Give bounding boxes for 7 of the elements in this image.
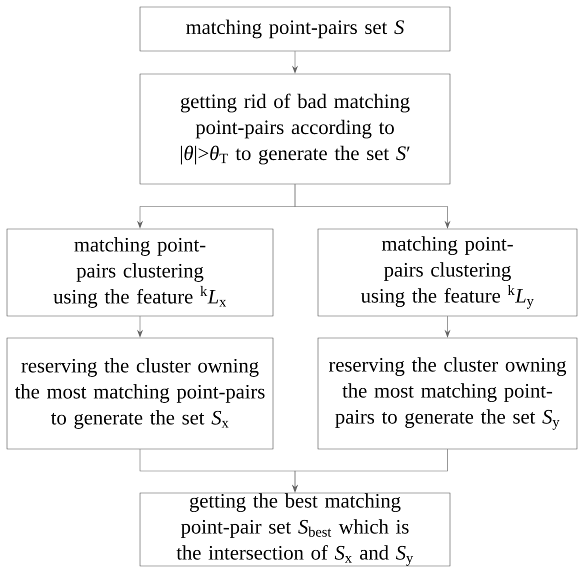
process-box: matching point-pairs clustering using the feature $^{k}$L$_{x}$ [6,228,274,316]
process-box: matching point-pairs clustering using the feature $^{k}$L$_{y}$ [318,228,578,316]
process-box: getting the best matching point-pair set S$_{best}$ which is the intersection of S$_{x}$ and S$_{y}$ [140,492,450,566]
process-box: getting rid of bad matching point-pairs according to |θ|>θ$_{T}$ to generate the set S′ [140,74,450,184]
process-box: matching point-pairs set S [140,6,450,52]
process-box: reserving the cluster owning the most matching point-pairs to generate the set S$_{y}$ [318,338,578,450]
process-box: reserving the cluster owning the most matching point-pairs to generate the set S$_{x}$ [6,338,274,450]
